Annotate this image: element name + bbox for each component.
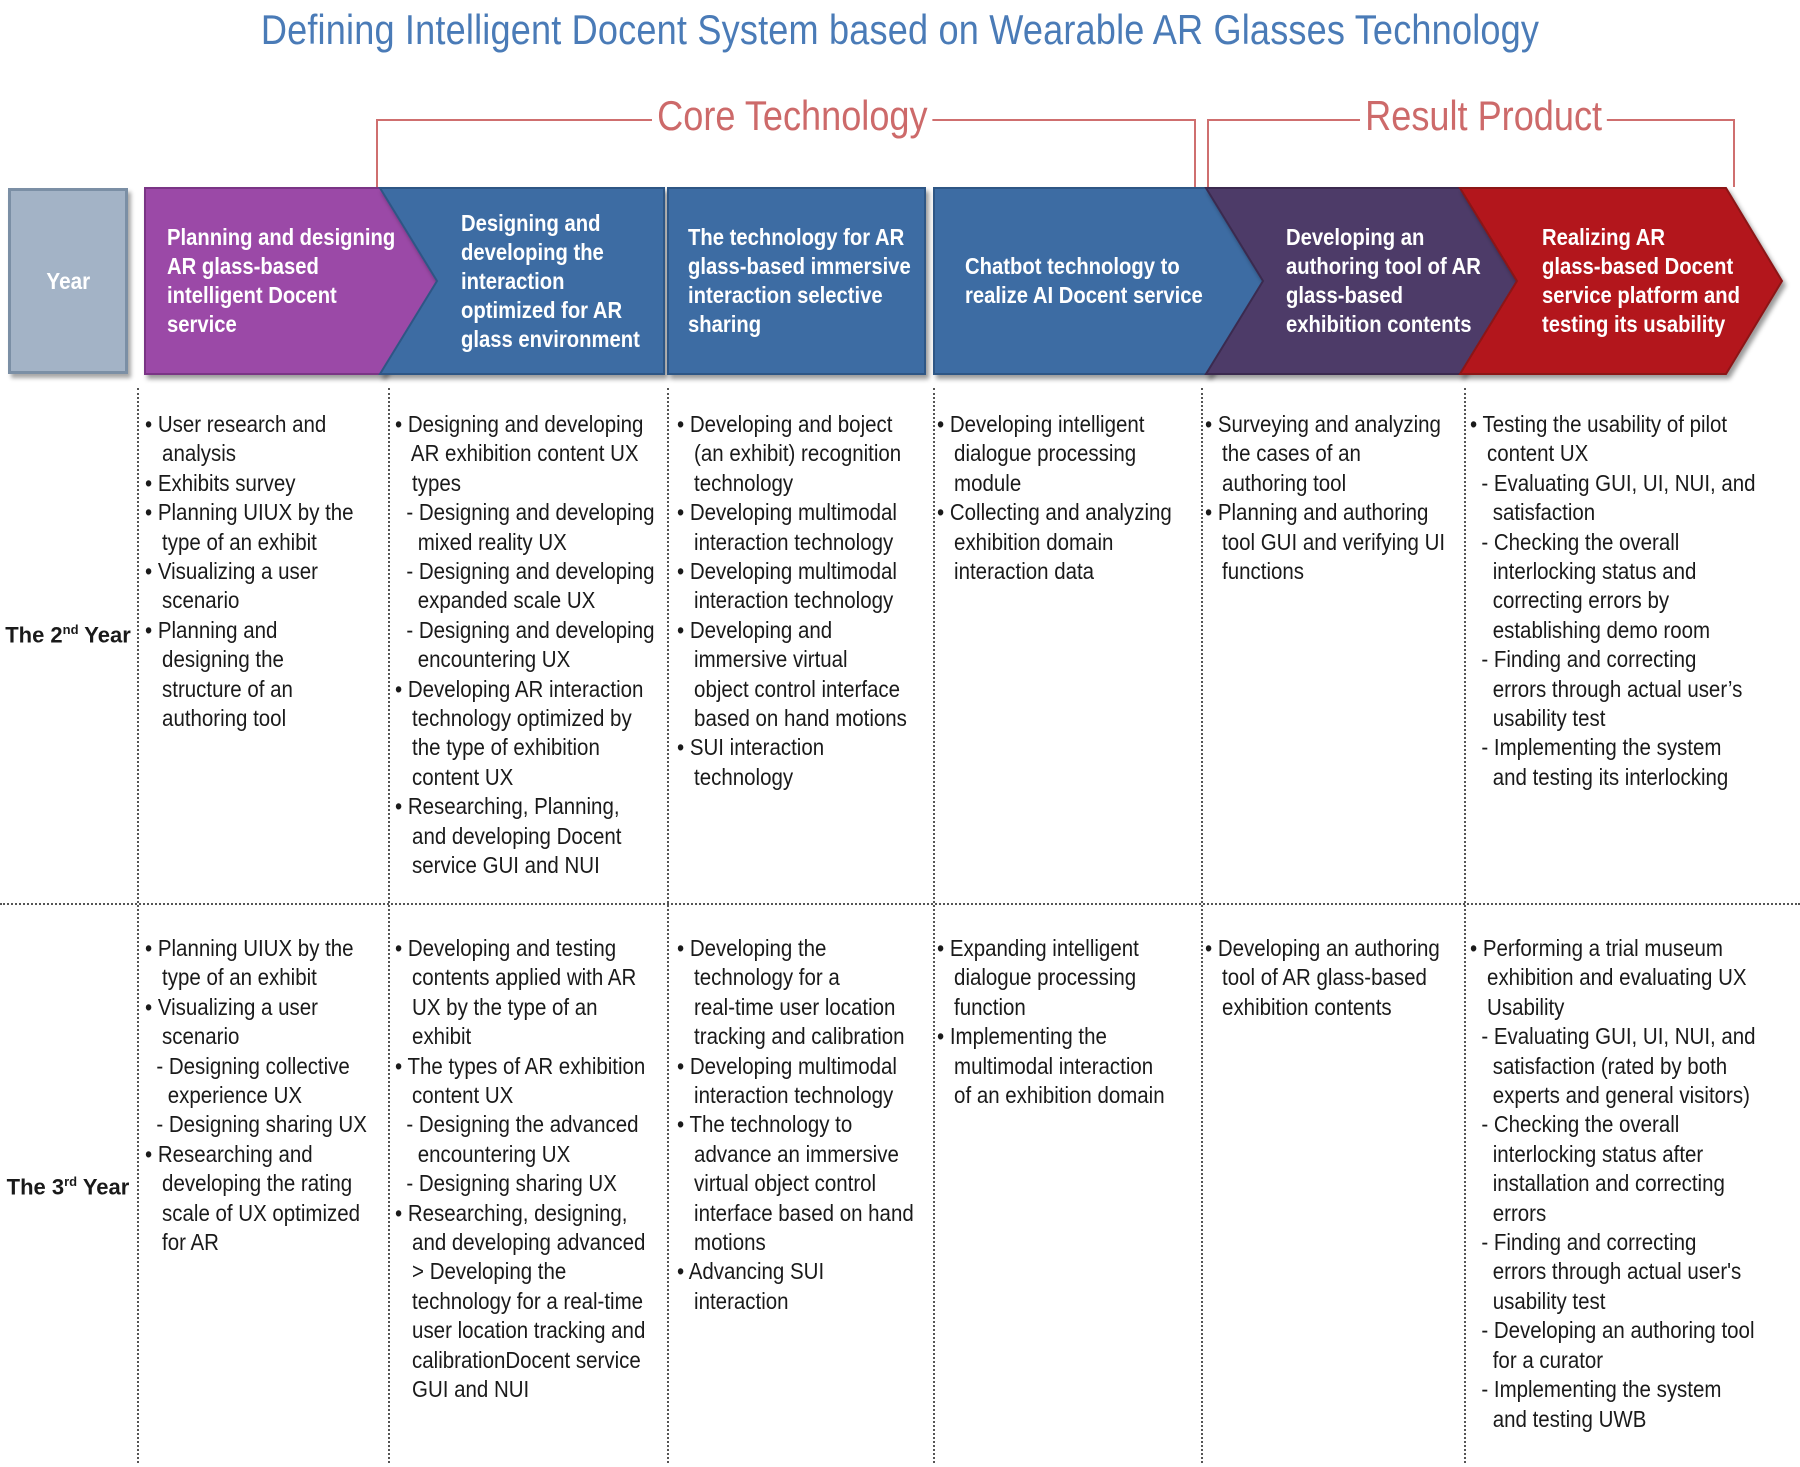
cell-3rd-authoring: • Developing an authoring tool of AR gla… [1205,935,1440,1020]
stage-label-platform: Realizing AR glass-based Docent service … [1542,224,1740,337]
cell-2nd-authoring: • Surveying and analyzing the cases of a… [1205,411,1446,585]
core-technology-label: Core Technology [652,92,933,140]
cell-2nd-interaction: • Designing and developing AR exhibition… [395,411,655,879]
cell-2nd-immersive: • Developing and boject (an exhibit) rec… [677,411,907,790]
stage-arrow-interaction [378,187,665,375]
row-label-2nd-prefix: The 2 [5,622,63,648]
row-label-2nd-sup: nd [62,622,79,637]
row-divider [0,903,1800,905]
column-divider [137,388,139,1463]
cell-3rd-planning: • Planning UIUX by the type of an exhibi… [145,935,367,1256]
year-header: Year [8,188,128,374]
result-bracket-right-tick [1733,119,1735,187]
cell-3rd-interaction: • Developing and testing contents applie… [395,935,646,1403]
stage-label-planning: Planning and designing AR glass-based in… [167,224,396,337]
row-label-2nd-year: The 2nd Year [0,622,136,648]
column-divider [1464,388,1466,1463]
cell-3rd-platform: • Performing a trial museum exhibition a… [1470,935,1756,1432]
row-label-3rd-sup: rd [64,1174,78,1189]
cell-2nd-platform: • Testing the usability of pilot content… [1470,411,1756,790]
year-header-label: Year [46,267,90,294]
row-label-3rd-suffix: Year [77,1174,130,1200]
result-bracket-left-tick [1207,119,1209,187]
column-divider [667,388,669,1463]
cell-3rd-chatbot: • Expanding intelligent dialogue process… [937,935,1165,1109]
stage-arrows [144,187,1784,375]
column-divider [933,388,935,1463]
row-label-2nd-suffix: Year [78,622,131,648]
stage-label-interaction: Designing and developing the interaction… [461,209,640,352]
row-label-3rd-year: The 3rd Year [0,1174,136,1200]
cell-3rd-immersive: • Developing the technology for a real-t… [677,935,914,1314]
column-divider [388,388,390,1463]
core-bracket-right-tick [1194,119,1196,187]
cell-2nd-planning: • User research and analysis • Exhibits … [145,411,354,732]
diagram-title: Defining Intelligent Docent System based… [260,6,1540,53]
stage-label-authoring: Developing an authoring tool of AR glass… [1286,224,1481,337]
cell-2nd-chatbot: • Developing intelligent dialogue proces… [937,411,1172,585]
stage-arrow-immersive [667,187,926,375]
stage-arrow-platform [1458,187,1784,375]
stage-label-chatbot: Chatbot technology to realize AI Docent … [965,253,1203,308]
core-bracket-left-tick [376,119,378,187]
row-label-3rd-prefix: The 3 [6,1174,65,1200]
result-product-label: Result Product [1360,92,1608,140]
column-divider [1201,388,1203,1463]
stage-label-immersive: The technology for AR glass-based immers… [688,224,911,337]
